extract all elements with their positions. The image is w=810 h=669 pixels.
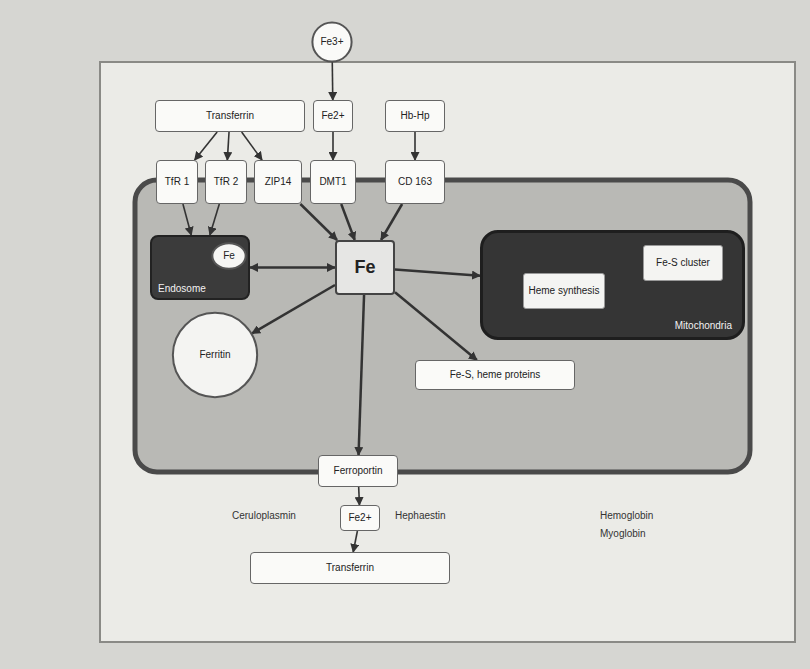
protein-box: Fe-S, heme proteins	[415, 360, 575, 390]
protein-box: Hb-Hp	[385, 100, 445, 132]
arrow-connector	[353, 531, 357, 552]
receptor-box: TfR 1	[156, 160, 198, 204]
arrow-connector	[341, 204, 354, 240]
node-text: CD 163	[398, 176, 432, 188]
node-text: DMT1	[319, 176, 346, 188]
ferritin-circle: Ferritin	[172, 312, 258, 398]
arrow-connector	[381, 204, 402, 240]
arrow-connector	[252, 285, 335, 333]
iron-pool-box: Fe	[335, 240, 395, 295]
arrow-connector	[300, 204, 337, 240]
transporter-box: DMT1	[310, 160, 356, 204]
process-box: Fe-S cluster	[643, 245, 723, 281]
endosome-box: Endosome Fe	[150, 235, 250, 300]
ion-box: Fe2+	[340, 505, 380, 531]
figure-frame	[100, 62, 795, 642]
ion-circle: Fe3+	[312, 22, 352, 62]
receptor-box: TfR 2	[205, 160, 247, 204]
node-text: Hb-Hp	[401, 110, 430, 122]
arrow-connector	[227, 132, 229, 160]
node-text: TfR 1	[165, 176, 189, 188]
node-text: ZIP14	[265, 176, 292, 188]
protein-box: Transferrin	[155, 100, 305, 132]
node-text: Heme synthesis	[528, 285, 599, 297]
node-text: Transferrin	[326, 562, 374, 574]
node-text: Fe-S, heme proteins	[450, 369, 541, 381]
arrow-connector	[242, 132, 262, 160]
note-label: Myoglobin	[600, 528, 646, 539]
transporter-box: Ferroportin	[318, 455, 398, 487]
note-label: Hemoglobin	[600, 510, 653, 521]
enzyme-label: Hephaestin	[395, 510, 446, 521]
receptor-box: CD 163	[385, 160, 445, 204]
enzyme-label: Ceruloplasmin	[232, 510, 296, 521]
arrow-connector	[210, 204, 219, 235]
protein-box: Transferrin	[250, 552, 450, 584]
mitochondria-shape: Mitochondria Heme synthesis Fe-S cluster	[480, 230, 745, 340]
arrow-connector	[359, 295, 365, 455]
arrow-connector	[250, 266, 335, 269]
node-text: Fe2+	[348, 512, 371, 524]
node-text: Fe	[223, 250, 235, 262]
cell-outline	[135, 180, 750, 472]
arrow-connector	[183, 204, 191, 235]
arrow-connector	[414, 132, 416, 160]
process-box: Heme synthesis	[523, 273, 605, 309]
arrow-connector	[395, 292, 477, 360]
node-text: Ferritin	[199, 349, 230, 361]
node-text: Fe3+	[320, 36, 343, 48]
node-text: Endosome	[158, 283, 206, 295]
node-text: Ferroportin	[334, 465, 383, 477]
arrow-connector	[395, 270, 480, 276]
node-text: Mitochondria	[675, 320, 732, 332]
node-text: Fe	[354, 257, 375, 278]
iron-dot: Fe	[212, 243, 246, 269]
node-text: TfR 2	[214, 176, 238, 188]
arrow-connector	[331, 62, 333, 100]
transporter-box: ZIP14	[254, 160, 302, 204]
arrow-connector	[358, 487, 360, 505]
node-text: Fe2+	[321, 110, 344, 122]
arrow-connector	[332, 132, 334, 160]
arrow-connector	[195, 132, 217, 160]
node-text: Fe-S cluster	[656, 257, 710, 269]
node-text: Transferrin	[206, 110, 254, 122]
ion-box: Fe2+	[313, 100, 353, 132]
